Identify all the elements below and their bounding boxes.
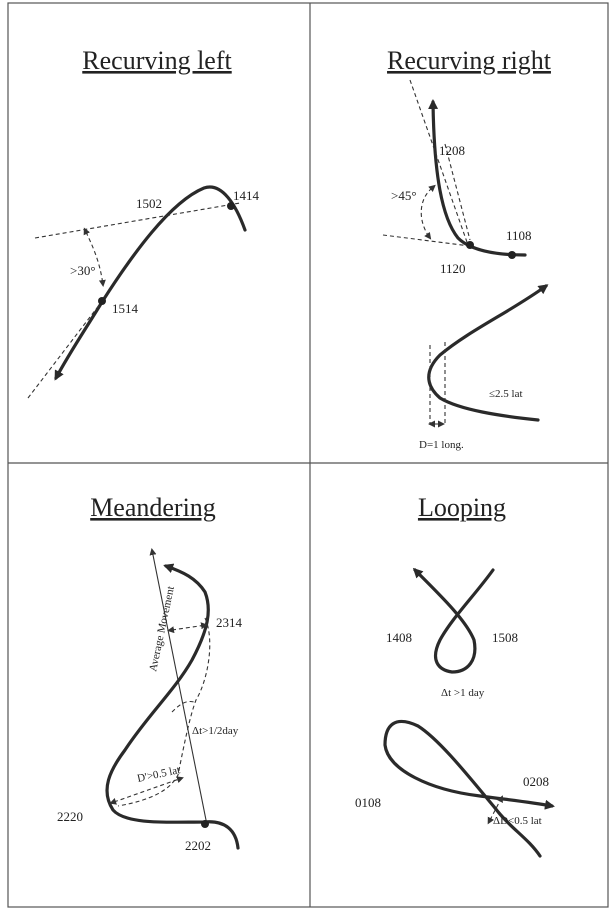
panel-title-recurving-left: Recurving left: [82, 46, 232, 75]
panel-meandering: Meandering Average Movement 2314 Δt>1/2d…: [57, 493, 243, 853]
label-2202: 2202: [185, 838, 211, 853]
label-1414: 1414: [233, 188, 260, 203]
label-dt-half-day: Δt>1/2day: [192, 725, 239, 737]
label-angle-30: >30°: [70, 263, 96, 278]
tangent-line-steep: [409, 79, 469, 246]
angle-arc: [83, 227, 106, 287]
panel-title-recurving-right: Recurving right: [387, 46, 552, 75]
label-angle-45: >45°: [391, 188, 417, 203]
delta-d-arrow: [487, 795, 503, 825]
angle-arc: [420, 184, 436, 240]
chord-line: [444, 143, 471, 241]
d-prime-arrow-top: [167, 622, 208, 634]
label-1120: 1120: [440, 261, 466, 276]
label-2314: 2314: [216, 615, 243, 630]
position-dot-2202: [201, 820, 209, 828]
label-average-movement: Average Movement: [147, 585, 177, 672]
panel-recurving-left: Recurving left 1502 1414 1514 >30°: [27, 46, 260, 399]
position-dot-1414: [227, 202, 235, 210]
outer-frame: [7, 2, 609, 908]
label-1502: 1502: [136, 196, 162, 211]
panel-recurving-right: Recurving right 1208 >45° 1108 1120 ≤2.5…: [382, 46, 552, 451]
d-prime-arrow-bottom: [109, 776, 184, 805]
tangent-line-lower: [27, 299, 104, 399]
label-2220: 2220: [57, 809, 83, 824]
position-dot-1108: [508, 251, 516, 259]
panel-title-meandering: Meandering: [90, 493, 216, 522]
recurving-right-track-2: [427, 284, 549, 422]
label-0108: 0108: [355, 795, 381, 810]
label-1508: 1508: [492, 630, 518, 645]
label-1108: 1108: [506, 228, 532, 243]
recurving-left-track: [54, 185, 247, 381]
tangent-line-flat: [382, 234, 471, 247]
label-d-long: D=1 long.: [419, 439, 464, 451]
label-dt-one-day: Δt >1 day: [441, 687, 485, 699]
label-1408: 1408: [386, 630, 412, 645]
label-0208: 0208: [523, 774, 549, 789]
label-1514: 1514: [112, 301, 139, 316]
dt-arc: [171, 700, 195, 713]
average-movement-line: [149, 548, 208, 826]
panel-looping: Looping 1408 1508 Δt >1 day 0108 0208 ΔD…: [355, 493, 555, 858]
loop-track-1: [412, 567, 495, 674]
position-dot-1514: [98, 297, 106, 305]
label-delta-d-lat: ΔD<0.5 lat: [493, 815, 542, 827]
position-dot-1120: [466, 241, 474, 249]
label-d-prime-lat: D'>0.5 lat: [136, 764, 181, 785]
panel-title-looping: Looping: [418, 493, 506, 522]
label-lat: ≤2.5 lat: [489, 388, 523, 400]
label-1208: 1208: [439, 143, 465, 158]
